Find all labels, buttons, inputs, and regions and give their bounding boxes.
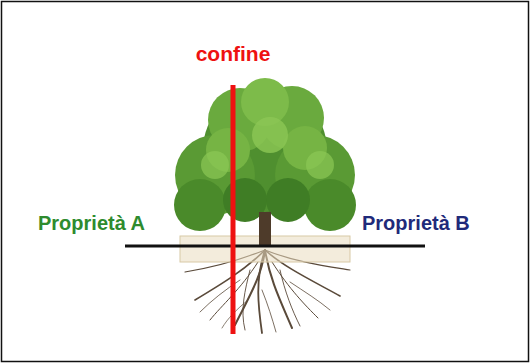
ground-line	[125, 245, 425, 248]
property-label: Proprietà B	[362, 212, 470, 235]
trunk-base	[259, 212, 271, 247]
property-label: Proprietà A	[38, 212, 145, 235]
canopy	[174, 78, 356, 231]
boundary-label: confine	[196, 42, 271, 66]
boundary-line	[231, 85, 236, 334]
